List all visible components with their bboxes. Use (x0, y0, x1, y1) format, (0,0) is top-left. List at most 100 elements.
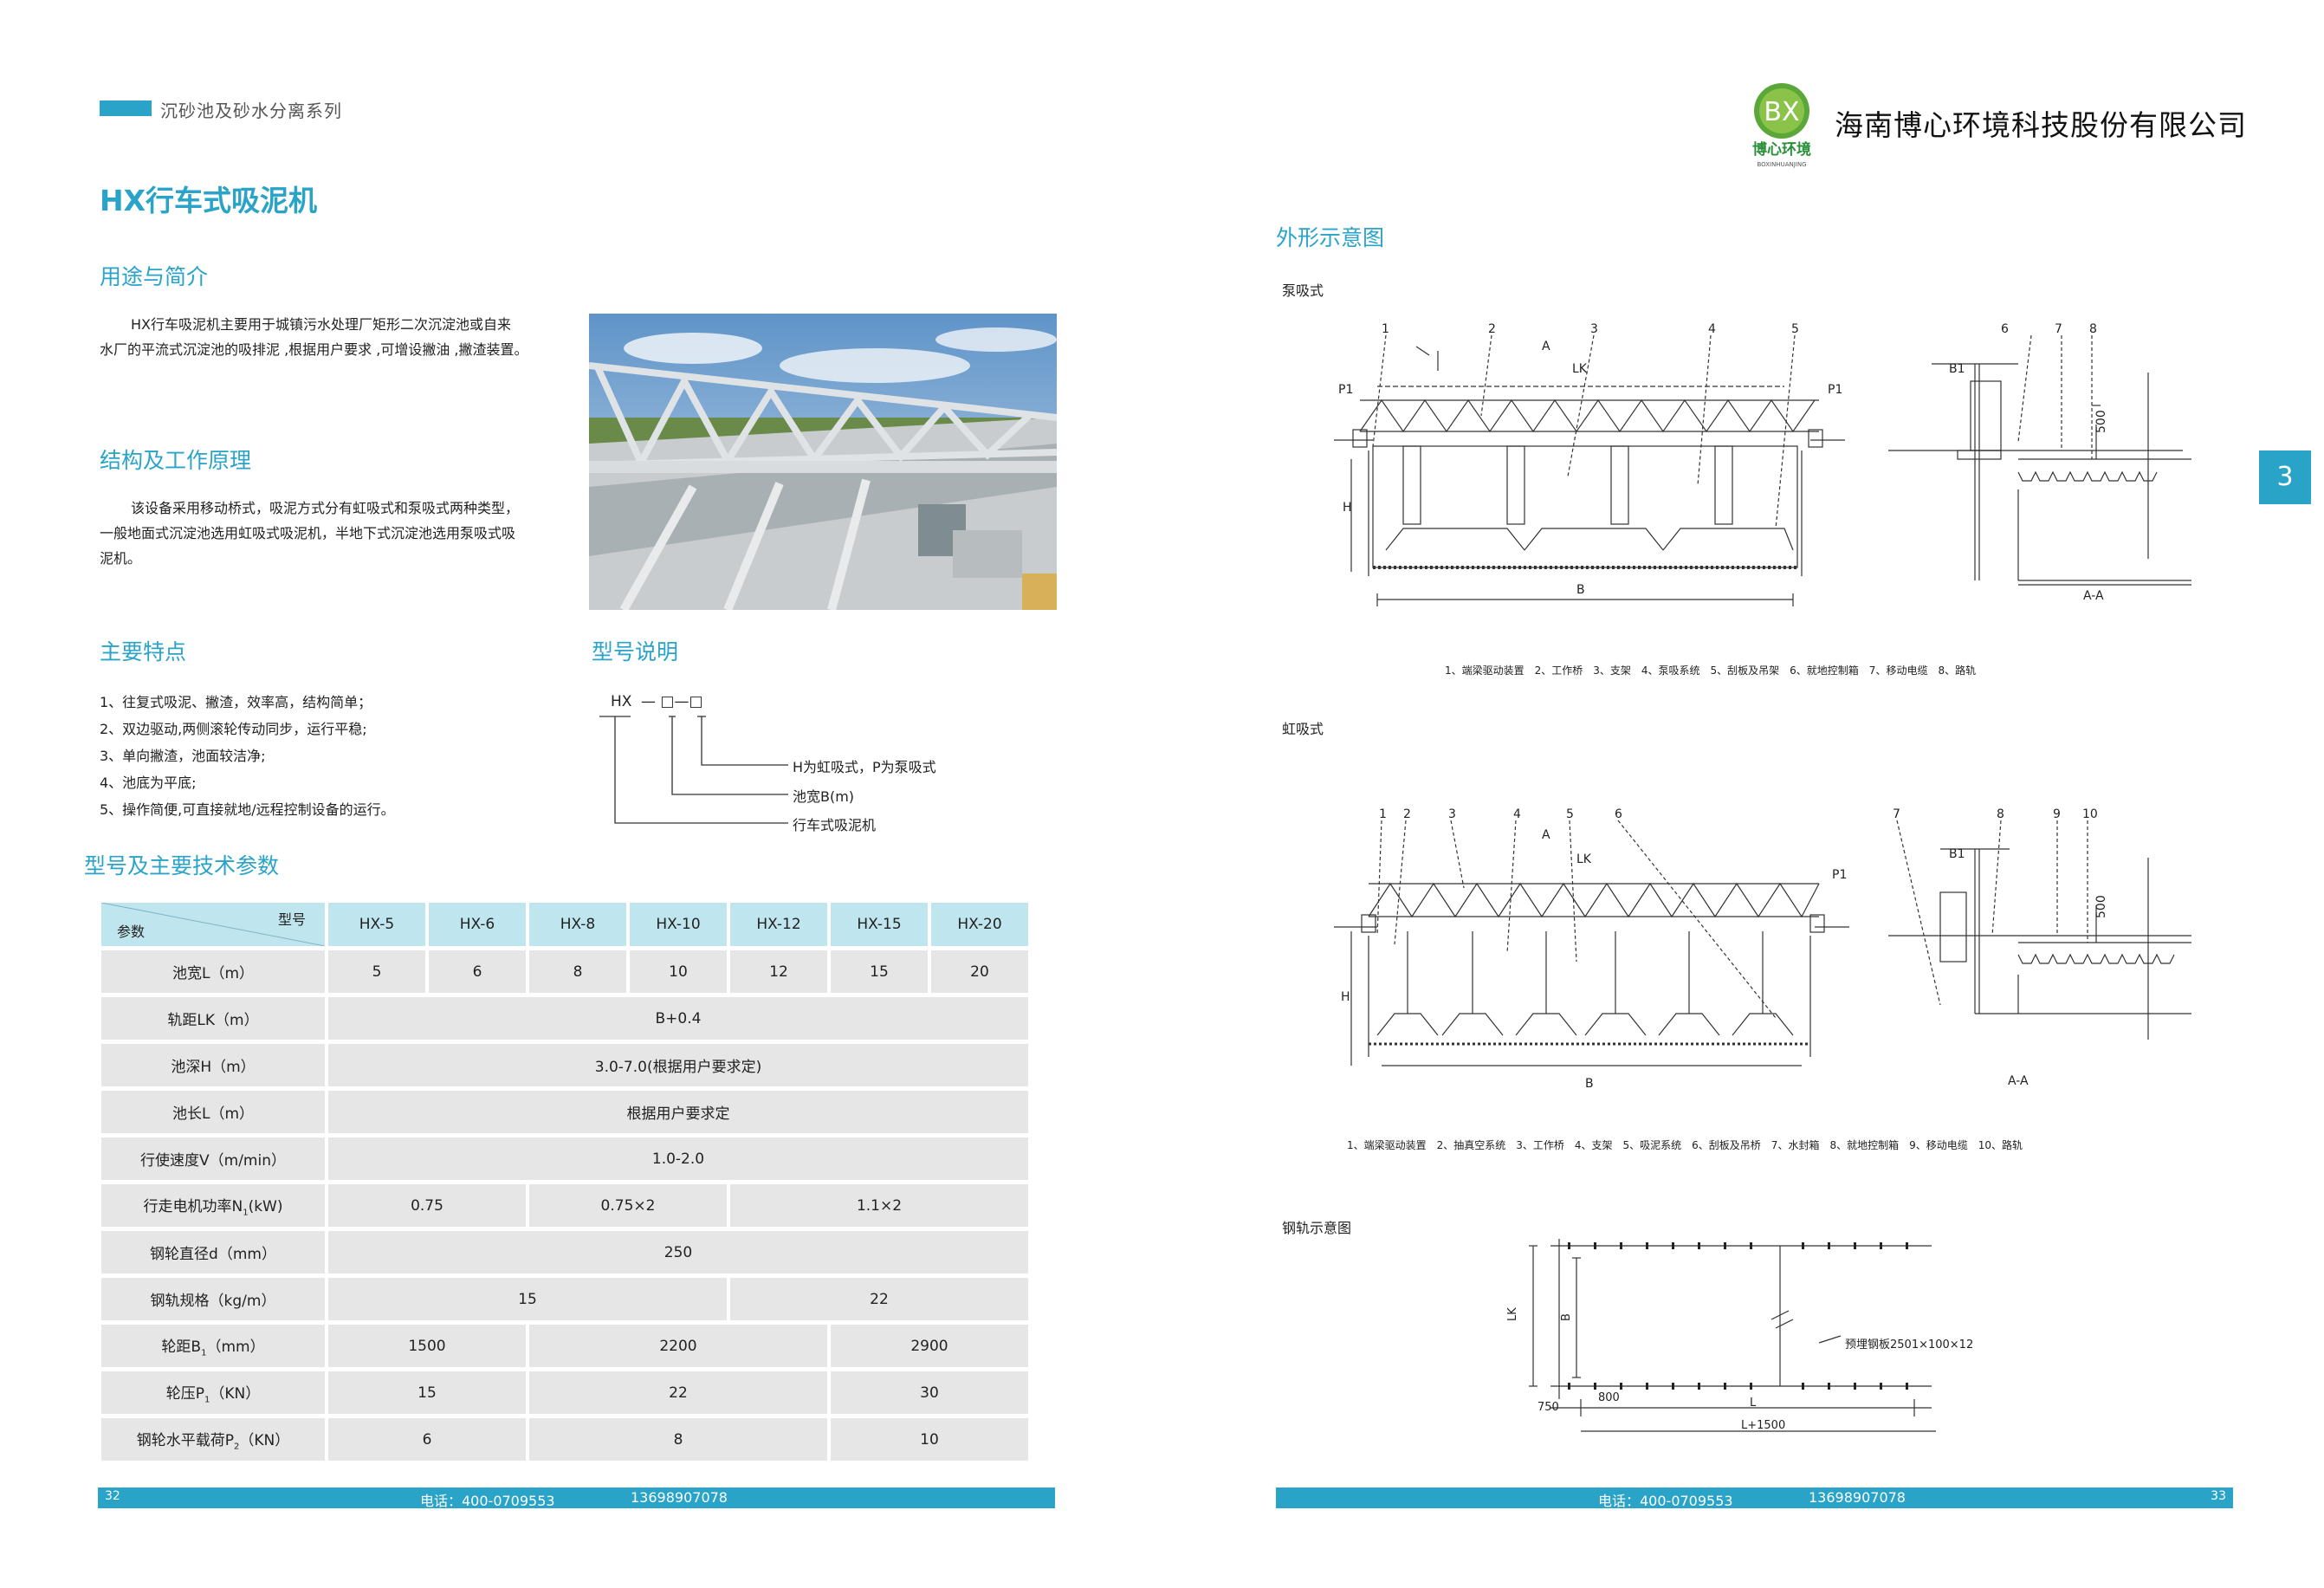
callout-number: 7 (1893, 807, 1900, 821)
dim-800: 800 (1598, 1391, 1620, 1404)
callout-number: 8 (2089, 322, 2097, 336)
model-column-header: HX-10 (630, 903, 727, 946)
table-cell: 2900 (831, 1325, 1028, 1367)
dim-b: B (1560, 1313, 1573, 1321)
callout-number: 2 (1403, 807, 1411, 821)
table-cell: 1500 (328, 1325, 526, 1367)
dim-500: 500 (2094, 410, 2108, 433)
table-cell: 15 (328, 1278, 727, 1320)
label-unit: （KN） (239, 1431, 290, 1449)
table-cell: 6 (429, 950, 526, 993)
left-footer-bar: 32 电话：400-0709553 13698907078 (98, 1488, 1055, 1509)
table-cell: 3.0-7.0(根据用户要求定) (328, 1044, 1028, 1086)
dim-b1: B1 (1949, 362, 1965, 376)
table-row: 钢轮水平载荷P2（KN） 6 8 10 (101, 1418, 1028, 1461)
table-row: 轮距B1（mm） 1500 2200 2900 (101, 1325, 1028, 1367)
siphon-type-drawing: 1 2 3 4 5 6 7 8 9 10 A LK P1 H B A B1 50… (1334, 807, 2191, 1091)
pump-legend: 1、端梁驱动装置 2、工作桥 3、支架 4、泵吸系统 5、刮板及吊架 6、就地控… (1445, 664, 1977, 677)
table-cell: 22 (730, 1278, 1028, 1320)
label-text: 行走电机功率N (143, 1197, 243, 1215)
callout-number: 1 (1379, 807, 1387, 821)
dim-lk: LK (1572, 362, 1588, 376)
dim-h: H (1343, 501, 1352, 515)
structure-line-2: 一般地面式沉淀池选用虹吸式吸泥机，半地下式沉淀池选用泵吸式吸 (100, 525, 516, 541)
param-label: 池深H（m） (101, 1044, 325, 1086)
table-cell: 12 (730, 950, 827, 993)
logo-mark: BX (1764, 97, 1799, 127)
label-sub: 1 (204, 1395, 210, 1405)
table-cell: 15 (831, 950, 928, 993)
table-cell: 2200 (529, 1325, 827, 1367)
features-list: 1、往复式吸泥、撇渣，效率高，结构简单； 2、双边驱动,两侧滚轮传动同步，运行平… (100, 689, 585, 823)
param-label: 池宽L（m） (101, 950, 325, 993)
table-cell: 0.75×2 (529, 1184, 727, 1227)
footer-mobile: 13698907078 (631, 1489, 728, 1506)
param-label: 钢轮直径d（mm） (101, 1231, 325, 1274)
page-title: HX行车式吸泥机 (100, 184, 318, 217)
table-cell: 0.75 (328, 1184, 526, 1227)
table-row: 轮压P1（KN） 15 22 30 (101, 1371, 1028, 1414)
dim-b: B (1576, 583, 1585, 597)
label-text: 钢轮水平载荷P (136, 1431, 234, 1449)
table-row: 行走电机功率N1(kW) 0.75 0.75×2 1.1×2 (101, 1184, 1028, 1227)
model-column-header: HX-5 (328, 903, 425, 946)
callout-number: 2 (1488, 322, 1496, 336)
dim-750: 750 (1537, 1401, 1559, 1414)
logo-pinyin: BOXINHUANJING (1757, 161, 1806, 168)
intro-heading: 用途与简介 (100, 264, 209, 289)
structure-line-1: 该设备采用移动桥式，吸泥方式分有虹吸式和泵吸式两种类型， (131, 500, 520, 516)
params-heading: 型号及主要技术参数 (84, 853, 280, 878)
callout-number: 4 (1513, 807, 1521, 821)
table-cell: 30 (831, 1371, 1028, 1414)
model-label-type: H为虹吸式，P为泵吸式 (793, 759, 936, 775)
dim-p1-right: P1 (1828, 383, 1842, 397)
dim-l1500: L+1500 (1741, 1419, 1785, 1432)
corner-param-label: 参数 (117, 924, 146, 940)
table-cell: 8 (529, 950, 626, 993)
model-code: HX (611, 693, 632, 710)
model-column-header: HX-20 (931, 903, 1028, 946)
callout-number: 4 (1708, 322, 1716, 336)
table-cell: 1.0-2.0 (328, 1138, 1028, 1180)
chapter-tab: 3 (2259, 450, 2311, 504)
company-logo: BX 博心环境 BOXINHUANJING (1745, 80, 1819, 171)
label-sub: 1 (201, 1348, 207, 1358)
table-cell: 10 (630, 950, 727, 993)
section-mark-a: A (1542, 340, 1550, 353)
features-heading: 主要特点 (100, 639, 187, 664)
table-cell: 8 (529, 1418, 827, 1461)
callout-number: 5 (1566, 807, 1574, 821)
model-column-header: HX-8 (529, 903, 626, 946)
label-unit: （KN） (210, 1384, 261, 1403)
table-row: 池宽L（m） 5 6 8 10 12 15 20 (101, 950, 1028, 993)
intro-line-1: HX行车吸泥机主要用于城镇污水处理厂矩形二次沉淀池或自来 (131, 316, 511, 333)
param-label: 钢轨规格（kg/m） (101, 1278, 325, 1320)
dim-b: B (1585, 1077, 1594, 1091)
table-cell: B+0.4 (328, 997, 1028, 1040)
footer-mobile: 13698907078 (1809, 1489, 1906, 1506)
param-label: 行走电机功率N1(kW) (101, 1184, 325, 1227)
table-cell: 22 (529, 1371, 827, 1414)
feature-item: 3、单向撇渣，池面较洁净; (100, 748, 266, 764)
table-cell: 10 (831, 1418, 1028, 1461)
label-unit: (kW) (248, 1197, 283, 1215)
label-sub: 1 (243, 1208, 249, 1218)
dim-h: H (1341, 990, 1350, 1004)
callout-number: 8 (1997, 807, 2004, 821)
pump-type-label: 泵吸式 (1282, 282, 1324, 299)
param-label: 轮压P1（KN） (101, 1371, 325, 1414)
callout-number: 3 (1590, 322, 1598, 336)
spec-table: 型号 参数 HX-5 HX-6 HX-8 HX-10 HX-12 HX-15 H… (98, 898, 1032, 1465)
table-row: 池长L（m） 根据用户要求定 (101, 1091, 1028, 1133)
table-corner-cell: 型号 参数 (101, 903, 325, 946)
param-label: 钢轮水平载荷P2（KN） (101, 1418, 325, 1461)
intro-paragraph: HX行车吸泥机主要用于城镇污水处理厂矩形二次沉淀池或自来 水厂的平流式沉淀池的吸… (100, 312, 576, 362)
table-row: 池深H（m） 3.0-7.0(根据用户要求定) (101, 1044, 1028, 1086)
param-label: 轨距LK（m） (101, 997, 325, 1040)
siphon-legend: 1、端梁驱动装置 2、抽真空系统 3、工作桥 4、支架 5、吸泥系统 6、刮板及… (1347, 1139, 2023, 1151)
label-unit: （mm） (206, 1338, 265, 1356)
model-column-header: HX-12 (730, 903, 827, 946)
corner-model-label: 型号 (277, 911, 306, 928)
callout-number: 3 (1448, 807, 1456, 821)
structure-line-3: 泥机。 (100, 550, 142, 567)
